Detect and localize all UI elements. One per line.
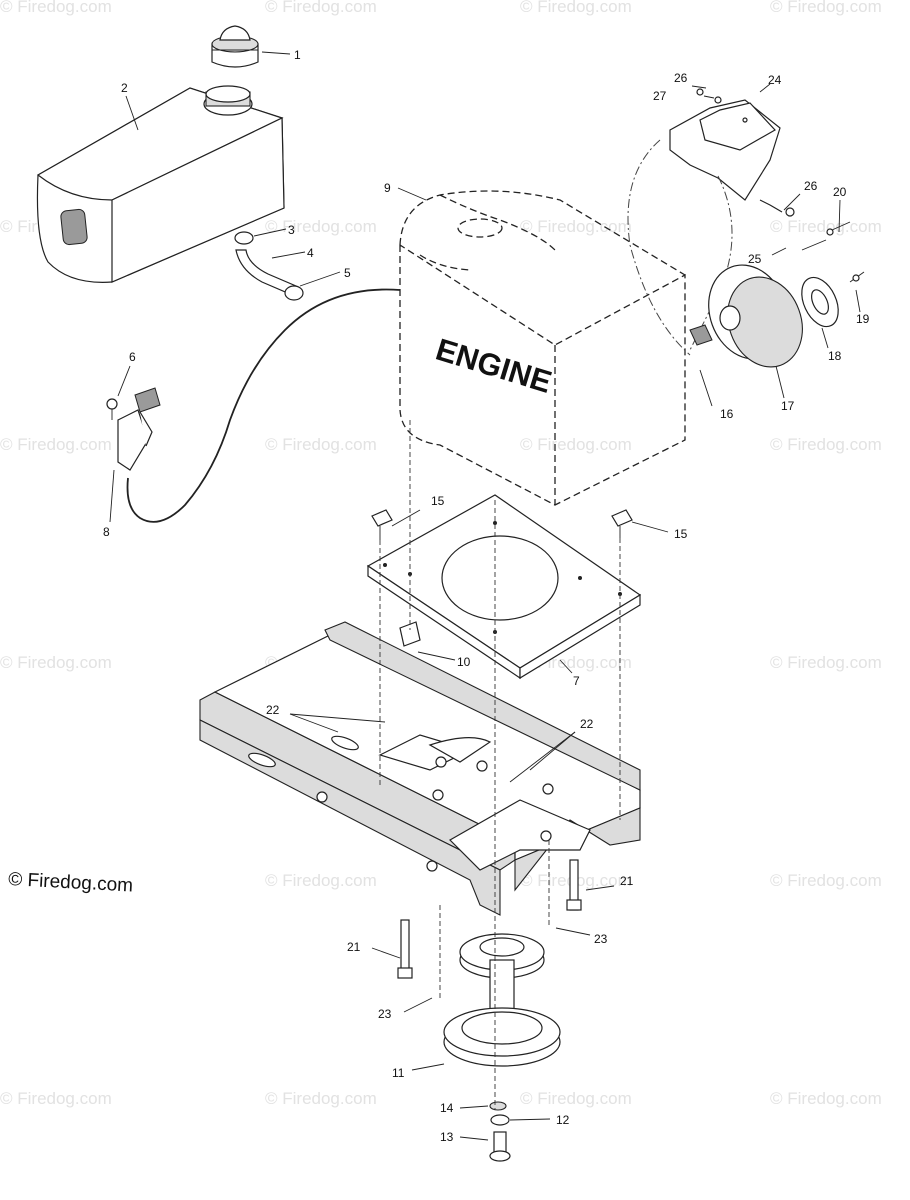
engine-label: ENGINE [432, 332, 556, 400]
fuel-cap [211, 25, 259, 68]
callout-10: 10 [457, 655, 471, 669]
engine-block: ENGINE [399, 190, 686, 506]
bolts-and-spacers [397, 840, 582, 1000]
callout-27: 27 [653, 89, 667, 103]
copyright-notice: © Firedog.com [8, 869, 134, 897]
watermark: © Firedog.com [265, 0, 377, 16]
watermark: © Firedog.com [770, 217, 882, 236]
chassis-frame [199, 621, 641, 916]
fuel-tank [36, 85, 285, 283]
callout-15-left: 15 [431, 494, 445, 508]
watermark: © Firedog.com [770, 0, 882, 16]
callout-25: 25 [748, 252, 762, 266]
callout-12: 12 [556, 1113, 570, 1127]
callout-2: 2 [121, 81, 128, 95]
alignment-lines [379, 420, 621, 1110]
callout-18: 18 [828, 349, 842, 363]
callout-22-left: 22 [266, 703, 280, 717]
callouts: 1 2 3 4 5 6 7 8 9 10 11 12 13 14 15 15 1… [103, 48, 870, 1144]
pulley-hardware [489, 1101, 511, 1162]
callout-26-right: 26 [804, 179, 818, 193]
watermark: © Firedog.com [0, 435, 112, 454]
callout-17: 17 [781, 399, 795, 413]
callout-6: 6 [129, 350, 136, 364]
callout-23-right: 23 [594, 932, 608, 946]
watermark: © Firedog.com [770, 653, 882, 672]
callout-7: 7 [573, 674, 580, 688]
watermark: © Firedog.com [265, 871, 377, 890]
watermark: © Firedog.com [0, 1089, 112, 1108]
leader-lines [109, 51, 861, 1141]
callout-24: 24 [768, 73, 782, 87]
watermark: © Firedog.com [265, 1089, 377, 1108]
watermark: © Firedog.com [770, 1089, 882, 1108]
callout-19: 19 [856, 312, 870, 326]
callout-16: 16 [720, 407, 734, 421]
callout-21-left: 21 [347, 940, 361, 954]
callout-15-right: 15 [674, 527, 688, 541]
callout-4: 4 [307, 246, 314, 260]
callout-11: 11 [392, 1066, 405, 1080]
watermark: © Firedog.com [520, 217, 632, 236]
callout-1: 1 [294, 48, 301, 62]
callout-22-right: 22 [580, 717, 594, 731]
engine-plate [366, 494, 642, 680]
watermark: © Firedog.com [0, 0, 112, 16]
watermark: © Firedog.com [265, 217, 377, 236]
recoil-starter [689, 221, 865, 368]
watermark: © Firedog.com [770, 871, 882, 890]
callout-3: 3 [288, 223, 295, 237]
bracket-assembly [627, 88, 795, 356]
watermark: © Firedog.com [265, 435, 377, 454]
fuel-hose-assembly [234, 231, 304, 301]
callout-5: 5 [344, 266, 351, 280]
callout-9: 9 [384, 181, 391, 195]
callout-13: 13 [440, 1130, 454, 1144]
watermark: © Firedog.com [0, 653, 112, 672]
watermark: © Firedog.com [520, 0, 632, 16]
watermark: © Firedog.com [520, 435, 632, 454]
mounting-bolts [371, 509, 633, 647]
callout-20: 20 [833, 185, 847, 199]
callout-23-left: 23 [378, 1007, 392, 1021]
pulley-assembly [443, 933, 561, 1067]
throttle-control [106, 288, 401, 523]
callout-26-top: 26 [674, 71, 688, 85]
callout-8: 8 [103, 525, 110, 539]
watermark: © Firedog.com [770, 435, 882, 454]
callout-14: 14 [440, 1101, 454, 1115]
watermark: © Firedog.com [520, 1089, 632, 1108]
callout-21-right: 21 [620, 874, 634, 888]
